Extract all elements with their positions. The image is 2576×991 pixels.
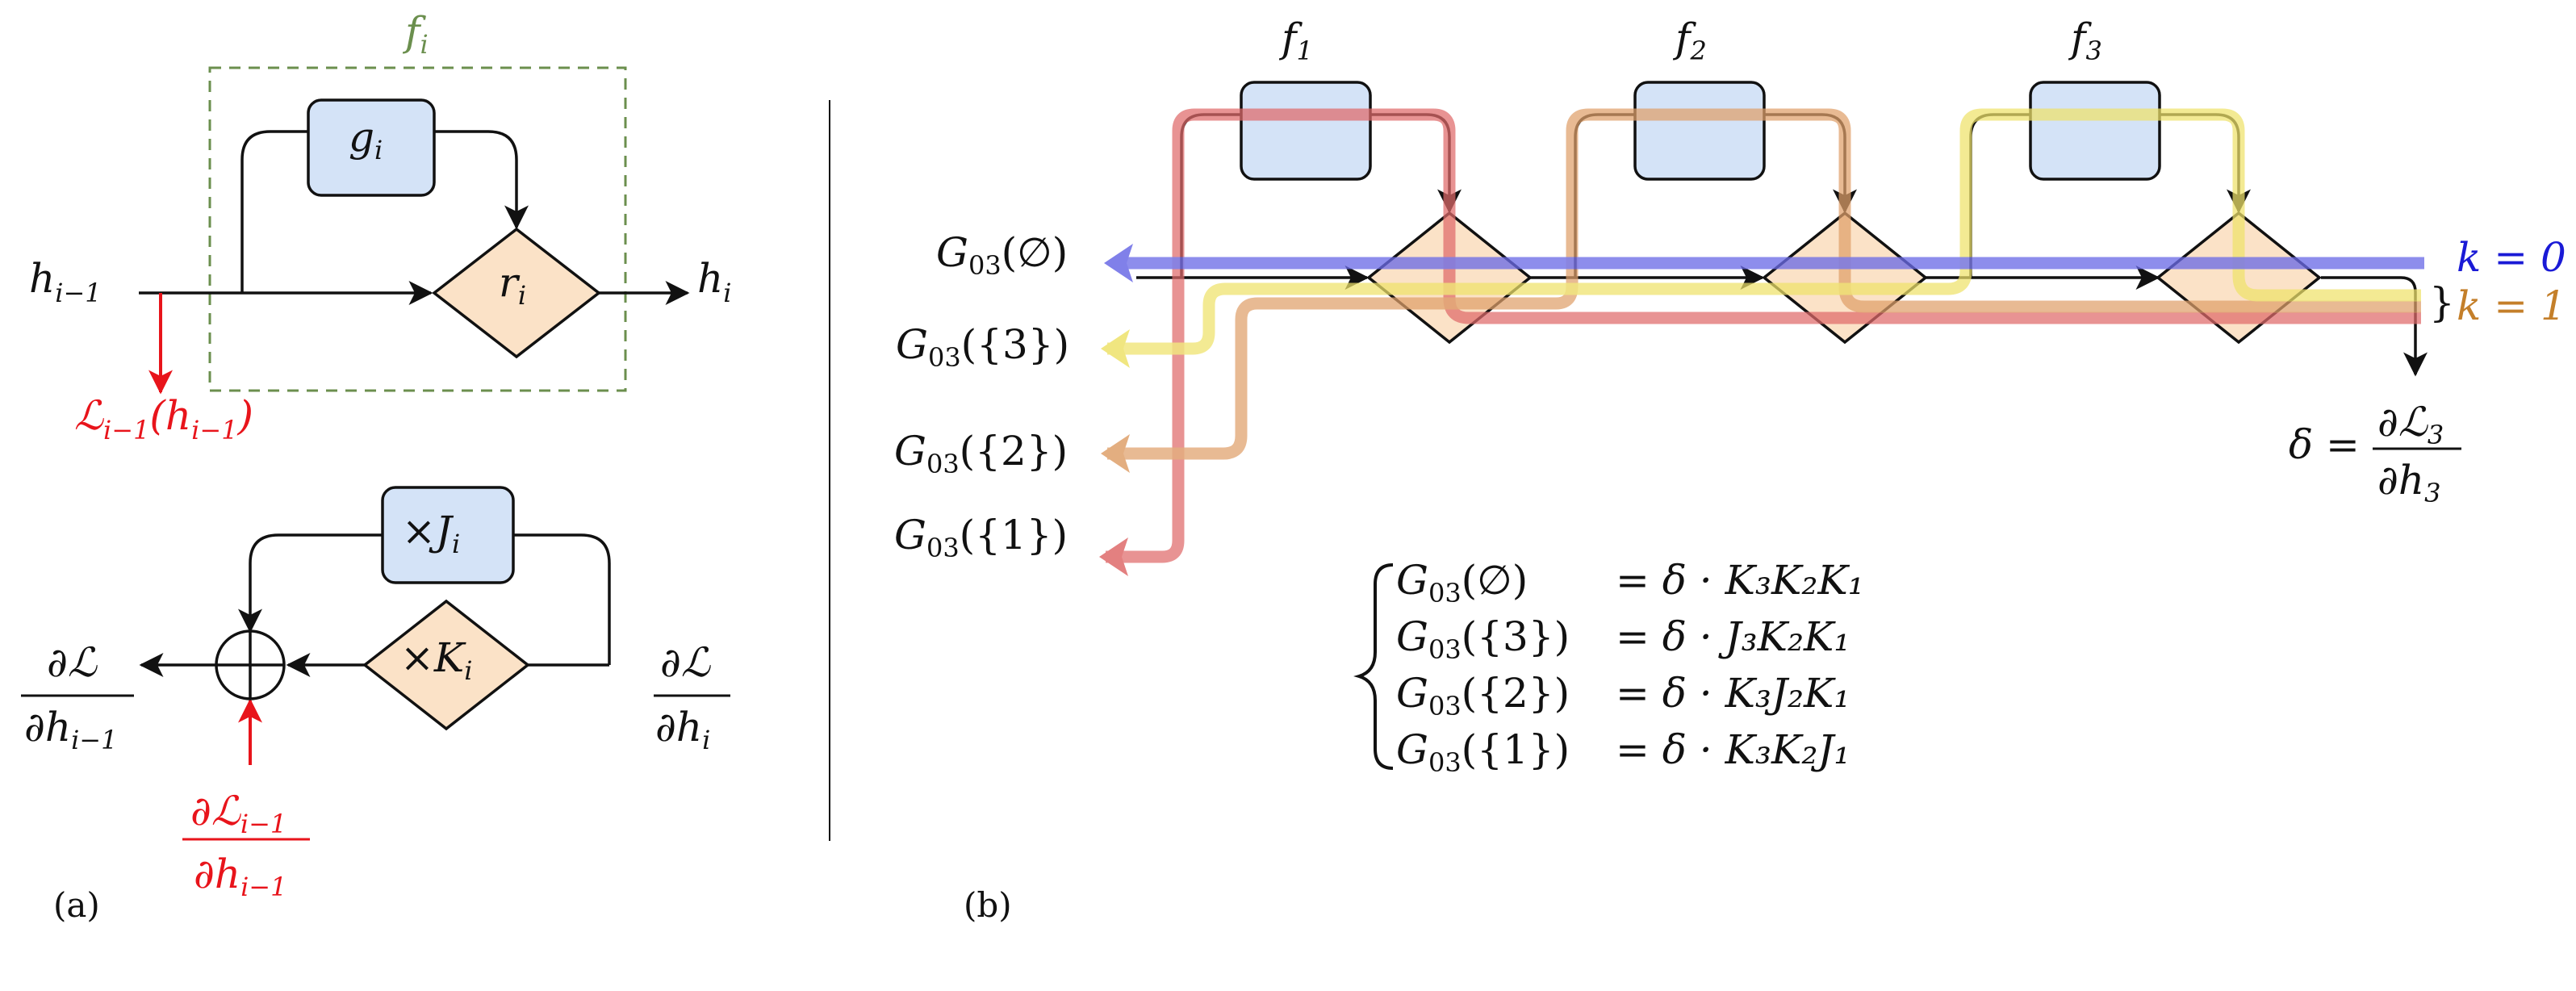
svg-text:G03({1}): G03({1}) [1396, 726, 1570, 778]
bwd-out-num: ∂ℒ [47, 639, 98, 686]
b-skip-3-down [2160, 113, 2251, 214]
svg-text:G03(∅): G03(∅) [1396, 557, 1528, 608]
svg-text:= δ · K₃K₂K₁: = δ · K₃K₂K₁ [1616, 557, 1864, 604]
bwd-in-num: ∂ℒ [660, 639, 711, 686]
b-out-1: G03({1}) [894, 512, 1068, 563]
h-im1-label: hi−1 [29, 255, 102, 308]
delta-den: ∂h3 [2377, 457, 2440, 508]
b-g2-box [1633, 81, 1766, 181]
plus-sign [216, 631, 284, 699]
r-label: ri [499, 259, 526, 311]
f3-label: f3 [2068, 15, 2102, 66]
eq-row-1: G03({3}) = δ · J₃K₂K₁ [1396, 613, 1850, 665]
j-label: ×Ji [402, 508, 460, 559]
b-g1-box [1240, 81, 1372, 181]
band-red-arrowhead [1099, 537, 1128, 576]
svg-text:= δ · K₃J₂K₁: = δ · K₃J₂K₁ [1616, 670, 1850, 717]
panel-b-label: (b) [964, 885, 1012, 925]
b-skip-1-up [1180, 113, 1241, 278]
fwd-skip-up [240, 130, 308, 293]
k-diamond [362, 599, 530, 731]
b-skip-2-down [1764, 113, 1857, 214]
eq-row-2: G03({2}) = δ · K₃J₂K₁ [1396, 670, 1850, 721]
panel-a-backward: ×Ji ×Ki ∂ℒ ∂hi ∂ℒ ∂hi−1 ∂ℒi−1 ∂hi−1 (a) [21, 486, 730, 925]
b-out-2: G03({2}) [894, 428, 1068, 479]
eq-row-0: G03(∅) = δ · K₃K₂K₁ [1396, 557, 1864, 608]
gradient-bands [1099, 108, 2424, 576]
k1-label: k = 1 [2457, 282, 2566, 329]
b-skip-1-down [1370, 113, 1462, 214]
k-label: ×Ki [400, 634, 472, 686]
k0-label: k = 0 [2457, 234, 2566, 281]
g-label: gi [349, 114, 383, 165]
bwd-loss-num: ∂ℒi−1 [190, 788, 286, 839]
r-diamond [432, 227, 601, 359]
svg-text:= δ · K₃K₂J₁: = δ · K₃K₂J₁ [1616, 726, 1850, 773]
b-out-3: G03({3}) [896, 321, 1069, 373]
band-orange-arrowhead [1101, 434, 1130, 473]
bwd-jbox-left [238, 533, 383, 633]
j-box [381, 486, 515, 584]
bwd-out-den: ∂hi−1 [24, 704, 117, 755]
g-box [307, 98, 436, 197]
bwd-in-den: ∂hi [655, 704, 710, 755]
f2-label: f2 [1672, 15, 1707, 66]
svg-text:= δ · J₃K₂K₁: = δ · J₃K₂K₁ [1616, 613, 1850, 660]
band-blue-arrowhead [1104, 244, 1133, 282]
b-out-empty: G03(∅) [936, 229, 1068, 281]
svg-text:G03({2}): G03({2}) [1396, 670, 1570, 721]
eq-brace [1353, 563, 1394, 770]
delta-num: ∂ℒ3 [2377, 399, 2444, 450]
bwd-loss-den: ∂hi−1 [194, 851, 286, 902]
eq-row-3: G03({1}) = δ · K₃K₂J₁ [1396, 726, 1850, 778]
bwd-jbox-top [513, 533, 611, 665]
band-yellow [1107, 108, 2421, 355]
b-g3-box [2029, 81, 2161, 181]
svg-text:G03({3}): G03({3}) [1396, 613, 1570, 665]
band-red [1106, 108, 2421, 563]
panel-a-label: (a) [53, 885, 100, 925]
band-yellow-arrowhead [1101, 329, 1130, 368]
fi-group-label: fi [402, 8, 429, 60]
b-skip-3-up [1969, 113, 2030, 278]
panel-b: f1 f2 f3 [894, 15, 2566, 925]
panel-a-forward: fi gi ri hi−1 hi ℒi−1(hi−1) [29, 8, 731, 445]
b-skip-2-up [1574, 113, 1635, 278]
delta-lhs: δ = [2289, 421, 2360, 468]
k-brace: } [2429, 279, 2455, 326]
f1-label: f1 [1278, 15, 1313, 66]
h-i-label: hi [697, 255, 731, 308]
fwd-skip-down [434, 130, 529, 230]
loss-label: ℒi−1(hi−1) [74, 392, 253, 445]
